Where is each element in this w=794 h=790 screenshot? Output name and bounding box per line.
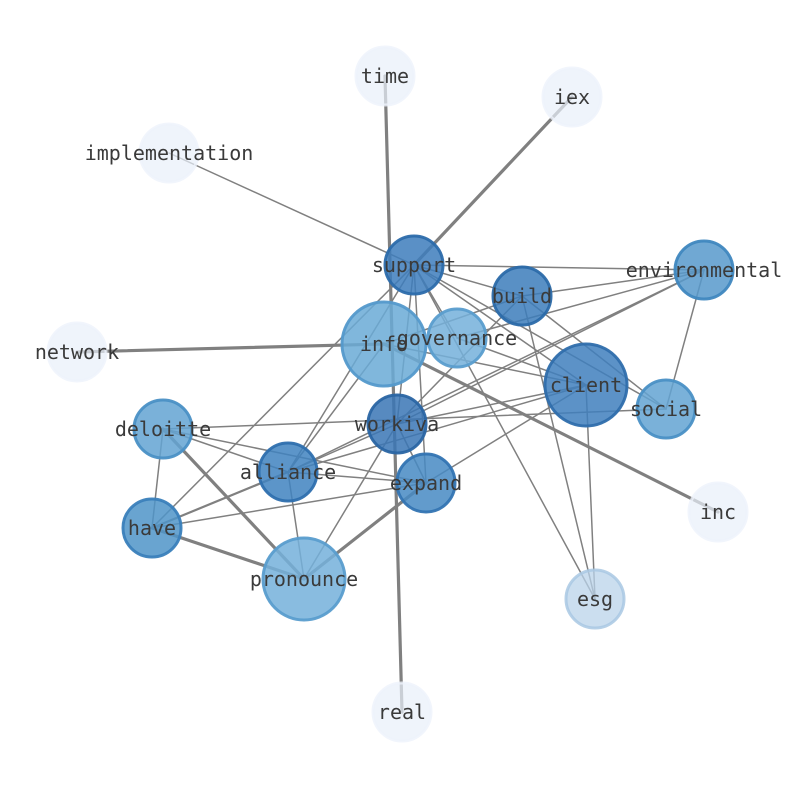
node-label-environmental: environmental xyxy=(626,258,783,282)
edge-environmental-governance xyxy=(456,269,705,339)
edge-client-alliance xyxy=(287,384,587,473)
edge-support-environmental xyxy=(413,264,705,271)
edge-have-expand xyxy=(151,482,427,529)
node-expand xyxy=(395,452,457,514)
node-build xyxy=(491,265,553,327)
label-layer: time iex implementation network inc real esg en… xyxy=(35,64,782,724)
node-support xyxy=(383,234,445,296)
edge-build-environmental xyxy=(521,269,705,297)
node-inc xyxy=(687,481,749,543)
edge-support-expand xyxy=(413,264,427,484)
edge-environmental-alliance xyxy=(287,269,705,473)
node-real xyxy=(371,681,433,743)
node-layer xyxy=(46,45,749,743)
node-label-social: social xyxy=(630,397,702,421)
node-esg xyxy=(564,568,626,630)
node-network xyxy=(46,321,108,383)
node-label-info: info xyxy=(360,332,408,356)
node-label-client: client xyxy=(550,373,622,397)
node-label-iex: iex xyxy=(554,85,590,109)
node-workiva xyxy=(366,393,428,455)
node-label-implementation: implementation xyxy=(85,141,254,165)
node-label-have: have xyxy=(128,516,176,540)
edge-iex-support xyxy=(412,95,574,267)
node-iex xyxy=(541,66,603,128)
node-social xyxy=(635,378,697,440)
node-implementation xyxy=(138,122,200,184)
node-governance xyxy=(426,307,488,369)
node-environmental xyxy=(673,239,735,301)
node-label-build: build xyxy=(492,284,552,308)
node-time xyxy=(354,45,416,107)
edge-info-inc xyxy=(382,342,720,514)
node-label-expand: expand xyxy=(390,471,462,495)
node-label-network: network xyxy=(35,340,119,364)
node-label-support: support xyxy=(372,253,456,277)
node-label-inc: inc xyxy=(700,500,736,524)
node-pronounce xyxy=(261,536,347,622)
node-label-alliance: alliance xyxy=(240,460,336,484)
node-label-deloitte: deloitte xyxy=(115,417,211,441)
node-label-real: real xyxy=(378,700,426,724)
edge-implementation-support xyxy=(168,152,415,266)
node-alliance xyxy=(257,441,319,503)
node-deloitte xyxy=(132,398,194,460)
edge-build-esg xyxy=(521,295,596,600)
node-have xyxy=(121,497,183,559)
edge-network-info xyxy=(75,342,386,354)
node-client xyxy=(543,342,629,428)
node-label-workiva: workiva xyxy=(355,412,439,436)
node-label-esg: esg xyxy=(577,587,613,611)
node-label-pronounce: pronounce xyxy=(250,567,358,591)
node-info xyxy=(340,300,428,388)
node-label-governance: governance xyxy=(397,326,517,350)
node-label-time: time xyxy=(361,64,409,88)
